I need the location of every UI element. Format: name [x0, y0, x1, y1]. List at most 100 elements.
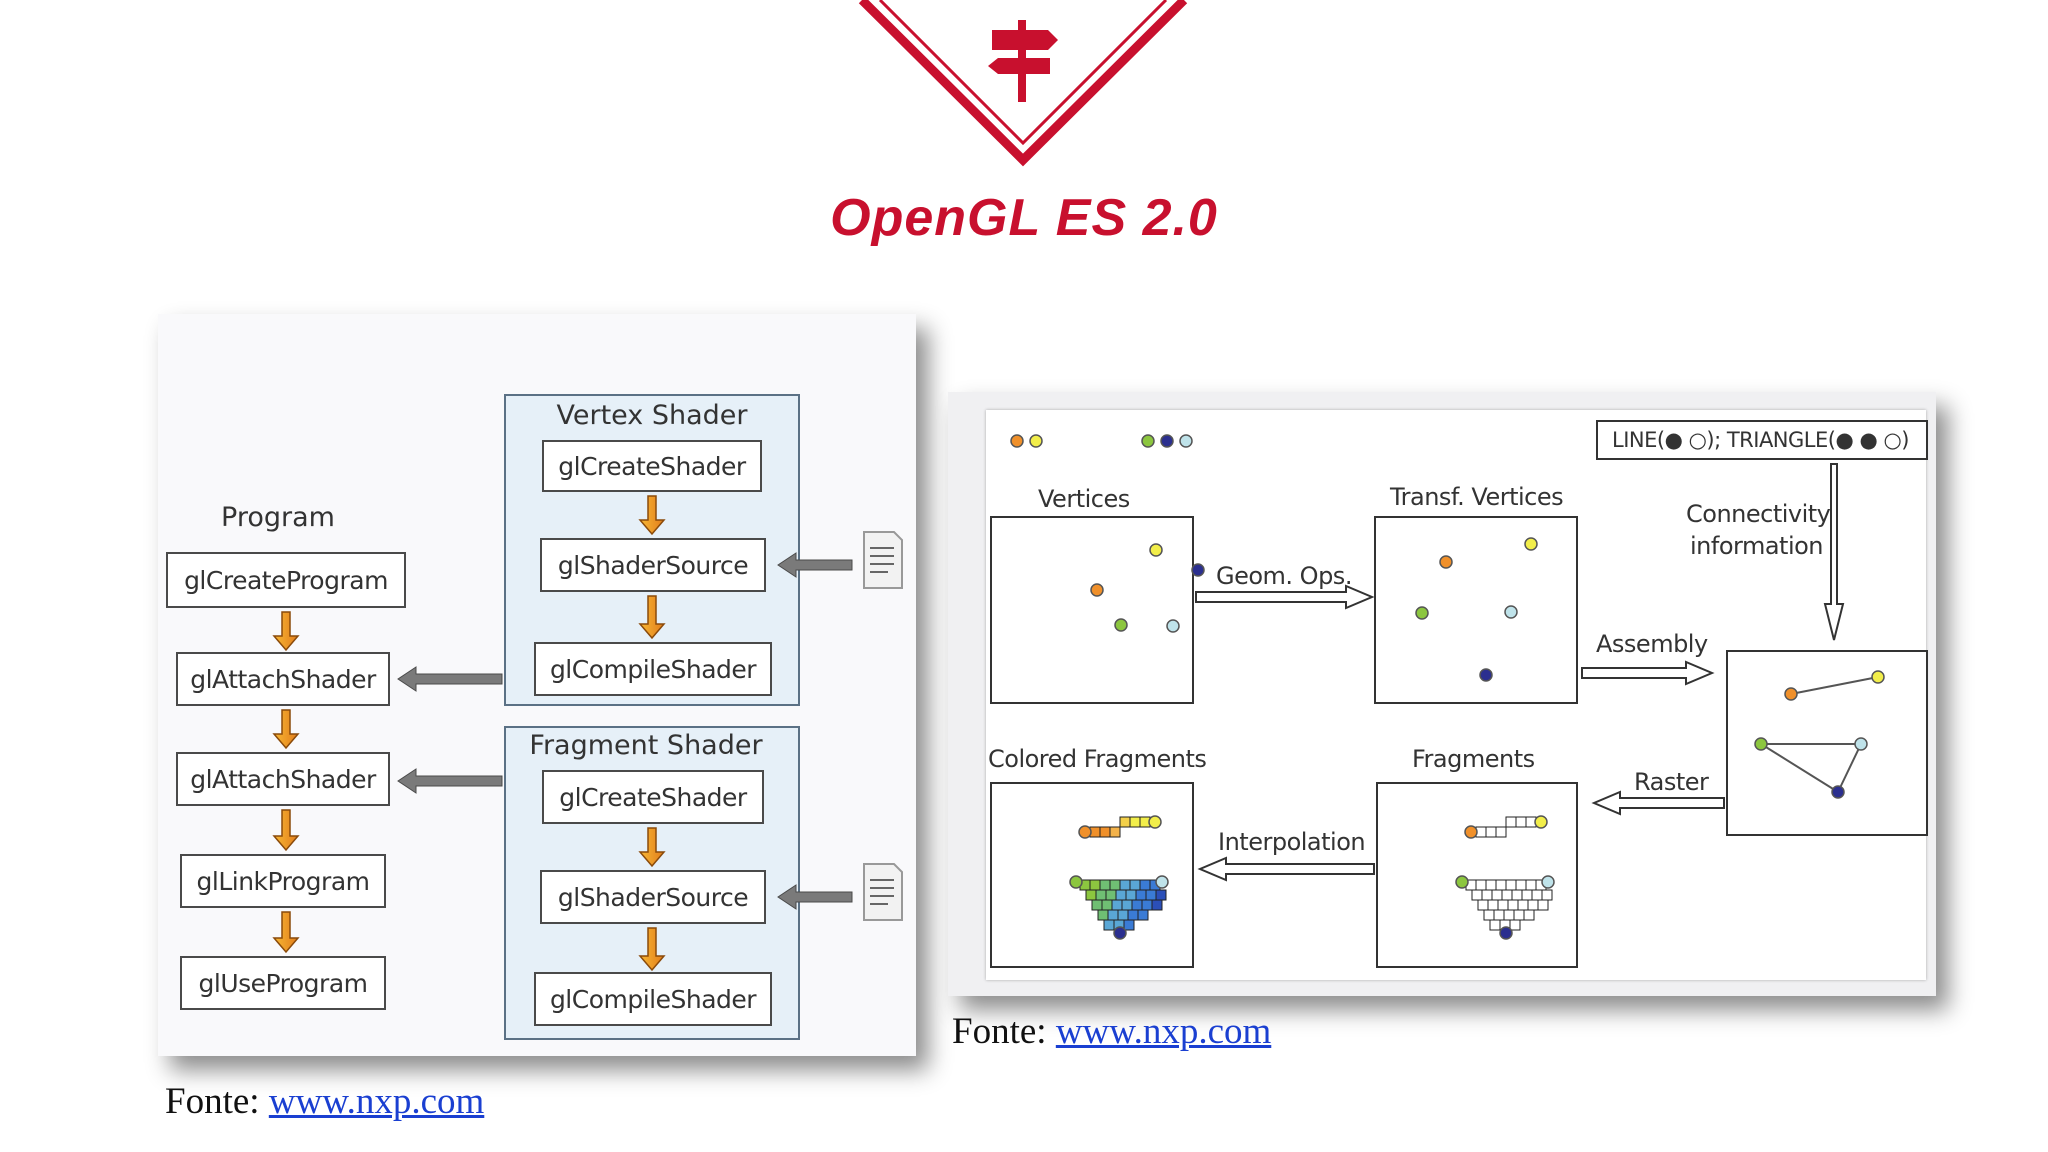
fragment-cell: [1511, 889, 1523, 901]
vertex-point: [1166, 619, 1180, 633]
legend-text: LINE(● ○); TRIANGLE(● ● ○): [1612, 428, 1909, 452]
legend-point: [1160, 434, 1174, 448]
fragment-cell: [1471, 889, 1483, 901]
program-step-link: glLinkProgram: [180, 854, 386, 908]
left-source-link[interactable]: www.nxp.com: [268, 1081, 485, 1122]
fragment-cell: [1119, 816, 1131, 828]
label-vertices: Vertices: [1038, 485, 1130, 513]
fragment-cell: [1123, 919, 1135, 931]
logo: [858, 0, 1188, 167]
triangle-vertex: [1854, 737, 1868, 751]
program-step-use: glUseProgram: [180, 956, 386, 1010]
fragment-cell: [1099, 826, 1111, 838]
attach-arrows: [397, 552, 853, 910]
fragment-cell: [1085, 889, 1097, 901]
fragment-cell: [1505, 816, 1517, 828]
vertex-shader-source: glShaderSource: [540, 538, 766, 592]
fragment-cell: [1107, 909, 1119, 921]
fragment-endpoint: [1148, 815, 1162, 829]
fragment-cell: [1515, 816, 1527, 828]
fragment-cell: [1475, 879, 1487, 891]
fragment-cell: [1495, 826, 1507, 838]
vertex-point: [1090, 583, 1104, 597]
pipeline-arrows: [1195, 463, 1845, 882]
program-step-attach-vertex: glAttachShader: [176, 652, 390, 706]
legend-point: [1141, 434, 1155, 448]
program-step-create: glCreateProgram: [166, 552, 406, 608]
fragment-cell: [1145, 889, 1157, 901]
line-vertex: [1871, 670, 1885, 684]
fragment-cell: [1101, 899, 1113, 911]
fragment-cell: [1091, 899, 1103, 911]
fragment-endpoint: [1455, 875, 1469, 889]
primitive-edge: [1790, 676, 1879, 695]
label-transf-vertices: Transf. Vertices: [1390, 483, 1564, 511]
legend-point: [1179, 434, 1193, 448]
label-colored-fragments: Colored Fragments: [988, 745, 1207, 773]
legend-point: [1029, 434, 1043, 448]
fragment-cell: [1485, 879, 1497, 891]
fragment-cell: [1127, 909, 1139, 921]
signpost-icon: [988, 20, 1058, 102]
label-raster: Raster: [1634, 768, 1709, 796]
fragment-endpoint: [1464, 825, 1478, 839]
fragment-create-shader: glCreateShader: [542, 770, 764, 824]
fragment-cell: [1503, 909, 1515, 921]
pipeline-diagram: LINE(● ○); TRIANGLE(● ● ○) Vertices Tran…: [948, 392, 1936, 996]
fragment-cell: [1517, 899, 1529, 911]
fragment-cell: [1117, 909, 1129, 921]
fragment-cell: [1097, 909, 1109, 921]
vertex-point: [1191, 563, 1205, 577]
fragment-cell: [1155, 889, 1167, 901]
fragment-cell: [1489, 919, 1501, 931]
vertex-point: [1114, 618, 1128, 632]
primitive-edge: [1837, 743, 1862, 793]
fragment-cell: [1509, 919, 1521, 931]
fragment-cell: [1151, 899, 1163, 911]
fragment-compile-shader: glCompileShader: [534, 972, 772, 1026]
fragment-cell: [1525, 879, 1537, 891]
label-interpolation: Interpolation: [1218, 828, 1366, 856]
fragment-cell: [1497, 899, 1509, 911]
label-connectivity-1: Connectivity: [1686, 500, 1831, 528]
fragment-cell: [1105, 889, 1117, 901]
fragment-cell: [1531, 889, 1543, 901]
fragment-cell: [1477, 899, 1489, 911]
triangle-vertex: [1754, 737, 1768, 751]
shader-program-diagram: Program glCreateProgram glAttachShader g…: [158, 314, 916, 1056]
label-connectivity-2: information: [1690, 532, 1824, 560]
fragment-cell: [1111, 899, 1123, 911]
fragment-cell: [1501, 889, 1513, 901]
fragment-cell: [1089, 879, 1101, 891]
document-icon: [863, 863, 903, 921]
fragment-cell: [1129, 879, 1141, 891]
vertex-point: [1504, 605, 1518, 619]
fragment-cell: [1125, 889, 1137, 901]
label-fragments: Fragments: [1412, 745, 1535, 773]
fragment-cell: [1507, 899, 1519, 911]
colored-fragments-box: [990, 782, 1194, 968]
vertex-points: [1010, 434, 1538, 682]
label-assembly: Assembly: [1596, 630, 1708, 658]
fragment-cell: [1103, 919, 1115, 931]
fragment-cell: [1115, 889, 1127, 901]
fragment-cell: [1483, 909, 1495, 921]
fragment-cell: [1485, 826, 1497, 838]
fragments-box: [1376, 782, 1578, 968]
fragment-cell: [1515, 879, 1527, 891]
vertex-point: [1439, 555, 1453, 569]
primitive-edge: [1760, 743, 1839, 793]
flow-arrows: [272, 495, 666, 972]
vertex-shader-label: Vertex Shader: [556, 400, 748, 431]
fragment-cell: [1131, 899, 1143, 911]
line-vertex: [1784, 687, 1798, 701]
fragment-endpoint: [1078, 825, 1092, 839]
fragment-cell: [1121, 899, 1133, 911]
fragment-shader-source: glShaderSource: [540, 870, 766, 924]
right-source-link[interactable]: www.nxp.com: [1055, 1011, 1272, 1052]
pipeline-graphics: [1010, 434, 1885, 940]
fragment-cell: [1523, 909, 1535, 921]
fragment-cell: [1537, 899, 1549, 911]
label-geom-ops: Geom. Ops.: [1216, 562, 1352, 590]
vertex-point: [1415, 606, 1429, 620]
